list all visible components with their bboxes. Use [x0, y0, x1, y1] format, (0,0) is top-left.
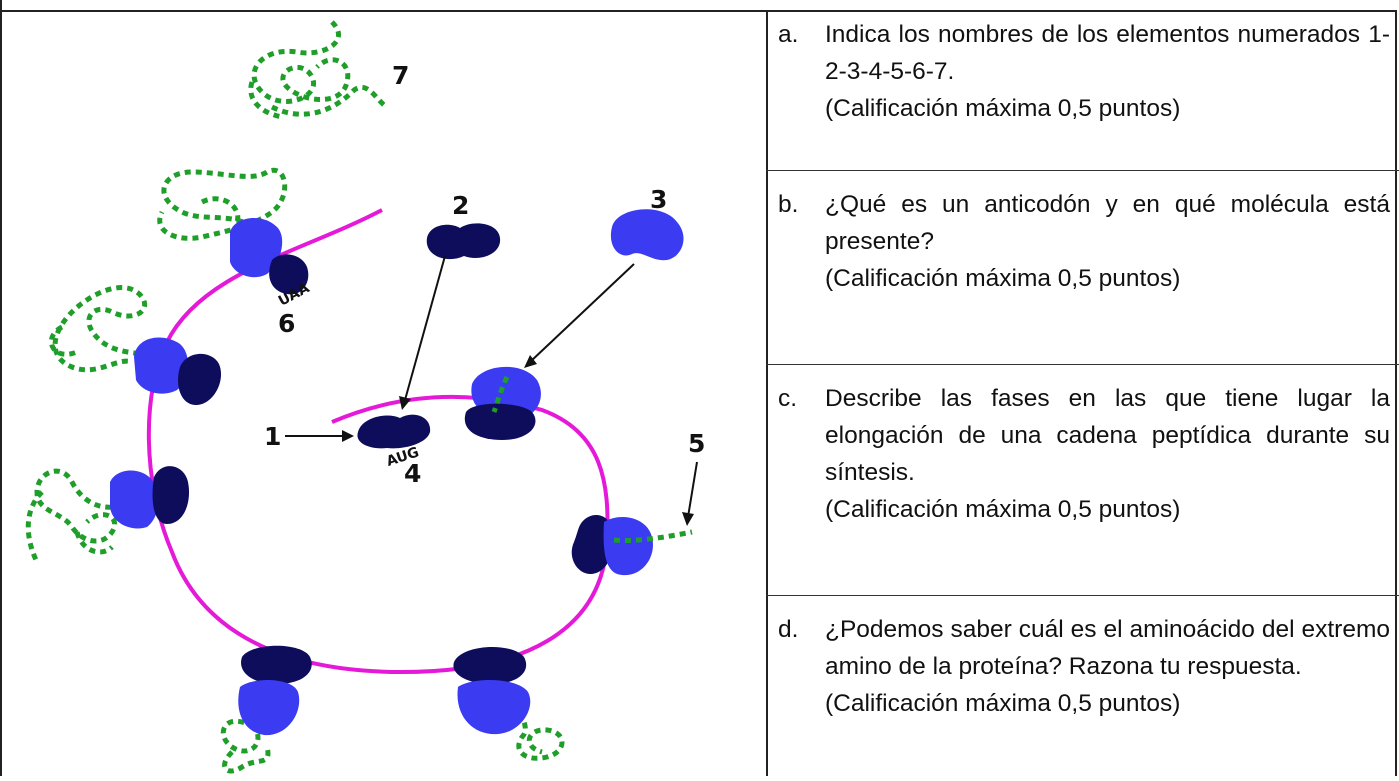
table-border-stub	[0, 0, 2, 12]
question-text: ¿Qué es un anticodón y en qué molécula e…	[825, 191, 1390, 255]
question-a: a. Indica los nombres de los elementos n…	[778, 16, 1390, 127]
peptide-chain	[25, 468, 123, 564]
growing-peptide-chain	[613, 529, 693, 543]
question-c: c. Describe las fases en las que tiene l…	[778, 380, 1390, 528]
ribosome-small-subunit	[453, 646, 527, 684]
polysome-svg: .pep { fill: none; stroke: #1f9e2a; stro…	[25, 20, 705, 774]
question-letter: d.	[778, 616, 799, 643]
column-divider	[766, 10, 768, 776]
question-letter: a.	[778, 21, 799, 48]
question-d: d. ¿Podemos saber cuál es el aminoácido …	[778, 611, 1390, 722]
table-border	[0, 10, 1397, 776]
ribosome-small-subunit-initiation	[357, 414, 431, 449]
label-6: 6	[278, 309, 295, 338]
ribosome-large-subunit	[457, 680, 531, 735]
free-small-subunit	[426, 223, 501, 260]
question-text: Describe las fases en las que tiene luga…	[825, 385, 1390, 486]
label-3: 3	[650, 185, 667, 214]
question-grade: (Calificación máxima 0,5 puntos)	[825, 95, 1181, 122]
question-text: Indica los nombres de los elementos nume…	[825, 21, 1390, 85]
peptide-chain	[491, 375, 510, 413]
label-1: 1	[264, 422, 281, 451]
question-b: b. ¿Qué es un anticodón y en qué molécul…	[778, 186, 1390, 297]
question-grade: (Calificación máxima 0,5 puntos)	[825, 690, 1181, 717]
question-text: ¿Podemos saber cuál es el aminoácido del…	[825, 616, 1390, 680]
question-grade: (Calificación máxima 0,5 puntos)	[825, 496, 1181, 523]
ribosome-small-subunit	[571, 515, 614, 575]
ribosome-large-subunit	[238, 680, 300, 736]
label-2: 2	[452, 191, 469, 220]
ribosome-small-subunit	[269, 254, 309, 295]
arrow-2	[399, 255, 446, 410]
label-5: 5	[688, 429, 705, 458]
ribosome-small-subunit	[241, 645, 312, 684]
question-grade: (Calificación máxima 0,5 puntos)	[825, 265, 1181, 292]
row-divider	[766, 595, 1399, 596]
ribosome-large-subunit	[110, 470, 159, 529]
row-divider	[766, 170, 1399, 171]
translation-polysome-diagram: .pep { fill: none; stroke: #1f9e2a; stro…	[2, 12, 766, 776]
arrow-3	[524, 263, 635, 368]
ribosome-small-subunit	[152, 466, 190, 524]
arrow-5	[682, 461, 698, 526]
peptide-chain	[48, 285, 173, 373]
ribosome-large-subunit	[134, 337, 188, 394]
row-divider	[766, 364, 1399, 365]
ribosome-large-subunit	[603, 517, 653, 576]
label-7: 7	[392, 61, 409, 90]
ribosome-small-subunit	[464, 403, 536, 440]
ribosome-large-subunit	[230, 217, 283, 278]
question-letter: c.	[778, 385, 798, 412]
question-letter: b.	[778, 191, 799, 218]
free-protein-chain	[248, 20, 389, 120]
label-4: 4	[404, 459, 421, 488]
peptide-chain	[509, 691, 565, 761]
ribosome-small-subunit	[177, 353, 222, 406]
arrow-1	[285, 430, 354, 442]
free-large-subunit	[610, 209, 684, 261]
